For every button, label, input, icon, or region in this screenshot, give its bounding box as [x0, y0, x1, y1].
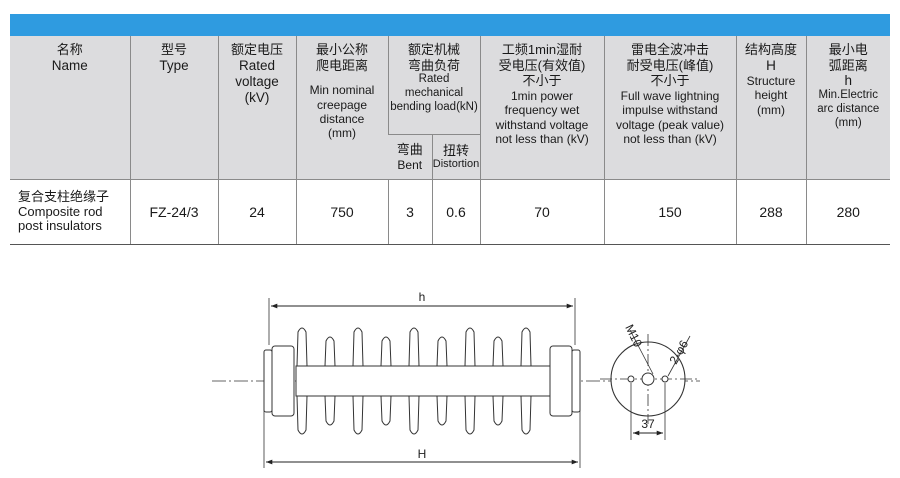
distortion-en: Distortion [432, 158, 480, 171]
impulse-en-3: voltage (peak value) [615, 117, 725, 132]
col-header-bent: 弯曲 Bent [388, 134, 432, 180]
power-freq-cn-2: 受电压(有效值) [498, 57, 586, 73]
bent-cn: 弯曲 [396, 142, 423, 157]
h-label: h [419, 290, 426, 304]
bent-en: Bent [397, 157, 423, 172]
rated-voltage-cn: 额定电压 [230, 42, 283, 57]
H-dimension: H [263, 410, 581, 468]
width-label: 37 [641, 417, 655, 431]
insulator-drawing: h H M10 2-φ6 37 [212, 290, 700, 468]
cell-rated-voltage: 24 [217, 179, 296, 245]
creepage-en-1: Min nominal [309, 83, 375, 98]
name-en: Name [51, 57, 88, 73]
arc-distance-cn-1: 最小电 [828, 42, 868, 57]
structure-height-symbol: H [766, 57, 776, 73]
arc-distance-en-1: Min.Electric [818, 89, 878, 102]
spec-table: 名称 Name 型号 Type 额定电压 Rated voltage (kV) … [10, 36, 890, 245]
power-freq-en-2: frequency wet [504, 103, 580, 118]
name-cn: 名称 [56, 42, 83, 57]
cell-creepage: 750 [295, 179, 388, 245]
creepage-en-2: creepage [316, 97, 368, 112]
creepage-cn-1: 最小公称 [315, 42, 368, 57]
col-header-creepage: 最小公称 爬电距离 Min nominal creepage distance … [295, 36, 388, 180]
structure-height-en-2: height [754, 88, 788, 103]
impulse-cn-2: 耐受电压(峰值) [626, 57, 714, 73]
table-header-row: 名称 Name 型号 Type 额定电压 Rated voltage (kV) … [10, 36, 890, 180]
shed [492, 336, 504, 426]
shed [464, 327, 476, 435]
creepage-cn-2: 爬电距离 [315, 57, 368, 73]
center-hole [641, 372, 655, 386]
cell-power-frequency: 70 [479, 179, 604, 245]
shed [352, 327, 364, 435]
cell-structure-height: 288 [735, 179, 806, 245]
arc-distance-en-3: (mm) [834, 116, 862, 129]
h-dimension: h [268, 290, 576, 345]
impulse-en-1: Full wave lightning [620, 88, 720, 103]
shed [324, 336, 336, 426]
power-freq-cn-3: 不小于 [522, 73, 562, 89]
impulse-en-4: not less than (kV) [623, 131, 717, 146]
creepage-en-3: distance [319, 111, 365, 126]
holes-label: 2-φ6 [666, 337, 691, 366]
col-header-type: 型号 Type [129, 36, 218, 180]
type-en: Type [159, 57, 189, 73]
col-header-distortion: 扭转 Distortion [431, 134, 480, 180]
rated-voltage-en-2: voltage [235, 73, 279, 89]
insulator-sheds [296, 327, 532, 435]
impulse-cn-1: 雷电全波冲击 [630, 42, 709, 57]
cell-arc-distance: 280 [805, 179, 890, 245]
bending-cn-1: 额定机械 [407, 42, 460, 57]
col-header-lightning-impulse: 雷电全波冲击 耐受电压(峰值) 不小于 Full wave lightning … [603, 36, 736, 180]
shed [380, 336, 392, 426]
structure-height-cn: 结构高度 [744, 42, 797, 57]
col-header-power-frequency: 工频1min湿耐 受电压(有效值) 不小于 1min power frequen… [479, 36, 604, 180]
power-freq-en-4: not less than (kV) [495, 131, 589, 146]
shed [520, 327, 532, 435]
structure-height-en-1: Structure [746, 73, 796, 88]
col-header-name: 名称 Name [10, 36, 130, 180]
shed [296, 327, 308, 435]
row-name-en-2: post insulators [18, 218, 102, 234]
H-label: H [418, 447, 427, 461]
impulse-en-2: impulse withstand [622, 103, 718, 118]
row-name-cn: 复合支柱绝缘子 [18, 188, 110, 204]
power-freq-cn-1: 工频1min湿耐 [501, 42, 583, 57]
arc-distance-cn-2: 弧距离 [828, 57, 868, 73]
bending-en-3: bending load(kN) [390, 100, 478, 113]
cell-bent: 3 [387, 179, 432, 245]
col-header-rated-voltage: 额定电压 Rated voltage (kV) [217, 36, 296, 180]
table-row: 复合支柱绝缘子 Composite rod post insulators FZ… [10, 179, 890, 245]
bending-en-1: Rated [418, 73, 450, 86]
col-header-arc-distance: 最小电 弧距离 h Min.Electric arc distance (mm) [805, 36, 890, 180]
side-hole-left [627, 375, 635, 383]
shed [436, 336, 448, 426]
bending-cn-2: 弯曲负荷 [407, 57, 460, 73]
col-header-bending-load: 额定机械 弯曲负荷 Rated mechanical bending load(… [387, 36, 480, 135]
rated-voltage-en-3: (kV) [244, 89, 270, 105]
type-cn: 型号 [160, 42, 187, 57]
side-hole-right [661, 375, 669, 383]
table-subheader-row: 弯曲 Bent 扭转 Distortion [10, 134, 890, 180]
cell-lightning-impulse: 150 [603, 179, 736, 245]
bending-en-2: mechanical [404, 86, 464, 99]
end-view: M10 2-φ6 37 [600, 322, 698, 440]
power-freq-en-1: 1min power [510, 88, 574, 103]
structure-height-en-3: (mm) [757, 102, 785, 117]
rated-voltage-en-1: Rated [238, 57, 276, 73]
creepage-en-4: (mm) [328, 126, 356, 141]
power-freq-en-3: withstand voltage [495, 117, 589, 132]
shed [408, 327, 420, 435]
col-header-structure-height: 结构高度 H Structure height (mm) [735, 36, 806, 180]
table-top-bar [10, 14, 890, 36]
distortion-cn: 扭转 [442, 142, 469, 158]
cell-distortion: 0.6 [431, 179, 480, 245]
cell-type: FZ-24/3 [129, 179, 218, 245]
arc-distance-en-2: arc distance [817, 103, 880, 116]
cell-name: 复合支柱绝缘子 Composite rod post insulators [10, 179, 130, 245]
impulse-cn-3: 不小于 [650, 73, 690, 89]
row-name-en-1: Composite rod [18, 203, 103, 219]
insulator-body [263, 345, 581, 417]
arc-distance-symbol: h [844, 73, 852, 89]
